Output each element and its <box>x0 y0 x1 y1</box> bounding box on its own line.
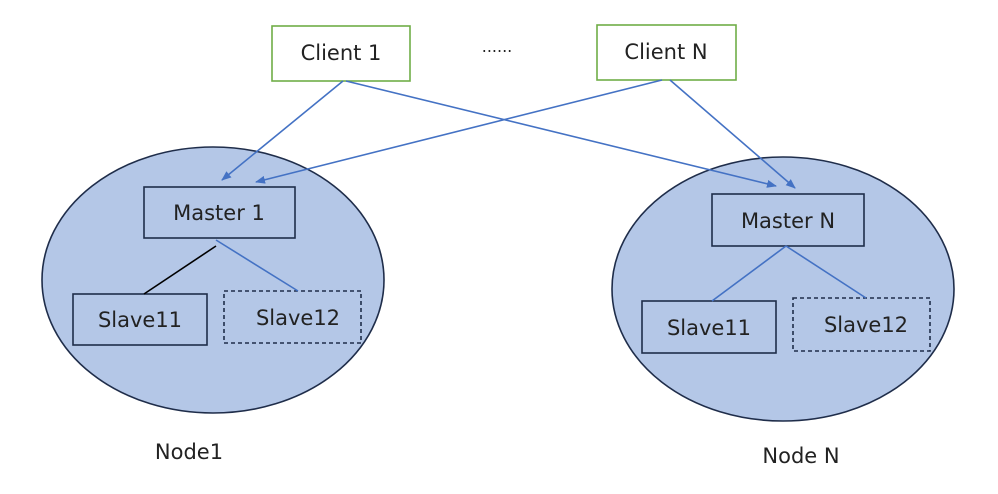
nodeN-master-label: Master N <box>741 209 835 233</box>
arrow-clientN-to-master1 <box>255 79 663 184</box>
nodeN-master-box: Master N <box>711 193 865 247</box>
nodeN-link-master-slave-b <box>785 245 867 299</box>
nodeN-slave-a-box: Slave11 <box>641 300 777 354</box>
nodeN-slave-b-label: Slave12 <box>824 313 908 337</box>
nodeN-link-master-slave-a <box>711 245 787 302</box>
node1-slave-b-label: Slave12 <box>256 306 340 330</box>
nodeN-slave-b-box: Slave12 <box>792 297 931 352</box>
client-1-box: Client 1 <box>271 25 411 82</box>
node1-ellipse <box>41 146 385 414</box>
node1-master-label: Master 1 <box>173 201 265 225</box>
client-n-box: Client N <box>596 24 737 81</box>
node1-slave-b-box: Slave12 <box>223 290 362 344</box>
client-1-label: Client 1 <box>301 41 382 65</box>
clients-ellipsis: ...... <box>482 37 513 56</box>
node1-label: Node1 <box>155 440 223 464</box>
nodeN-ellipse <box>611 156 955 422</box>
nodeN-slave-a-label: Slave11 <box>667 316 751 340</box>
node1-master-box: Master 1 <box>143 186 296 239</box>
node1-slave-a-label: Slave11 <box>98 308 182 332</box>
arrow-client1-to-master1 <box>221 80 344 181</box>
arrow-client1-to-masterN <box>345 80 777 188</box>
node1-link-master-slave-b <box>215 239 299 292</box>
client-n-label: Client N <box>624 40 707 64</box>
node1-link-master-slave-a <box>143 245 217 295</box>
node1-slave-a-box: Slave11 <box>72 293 208 346</box>
nodeN-label: Node N <box>762 444 839 468</box>
arrow-clientN-to-masterN <box>669 79 796 189</box>
